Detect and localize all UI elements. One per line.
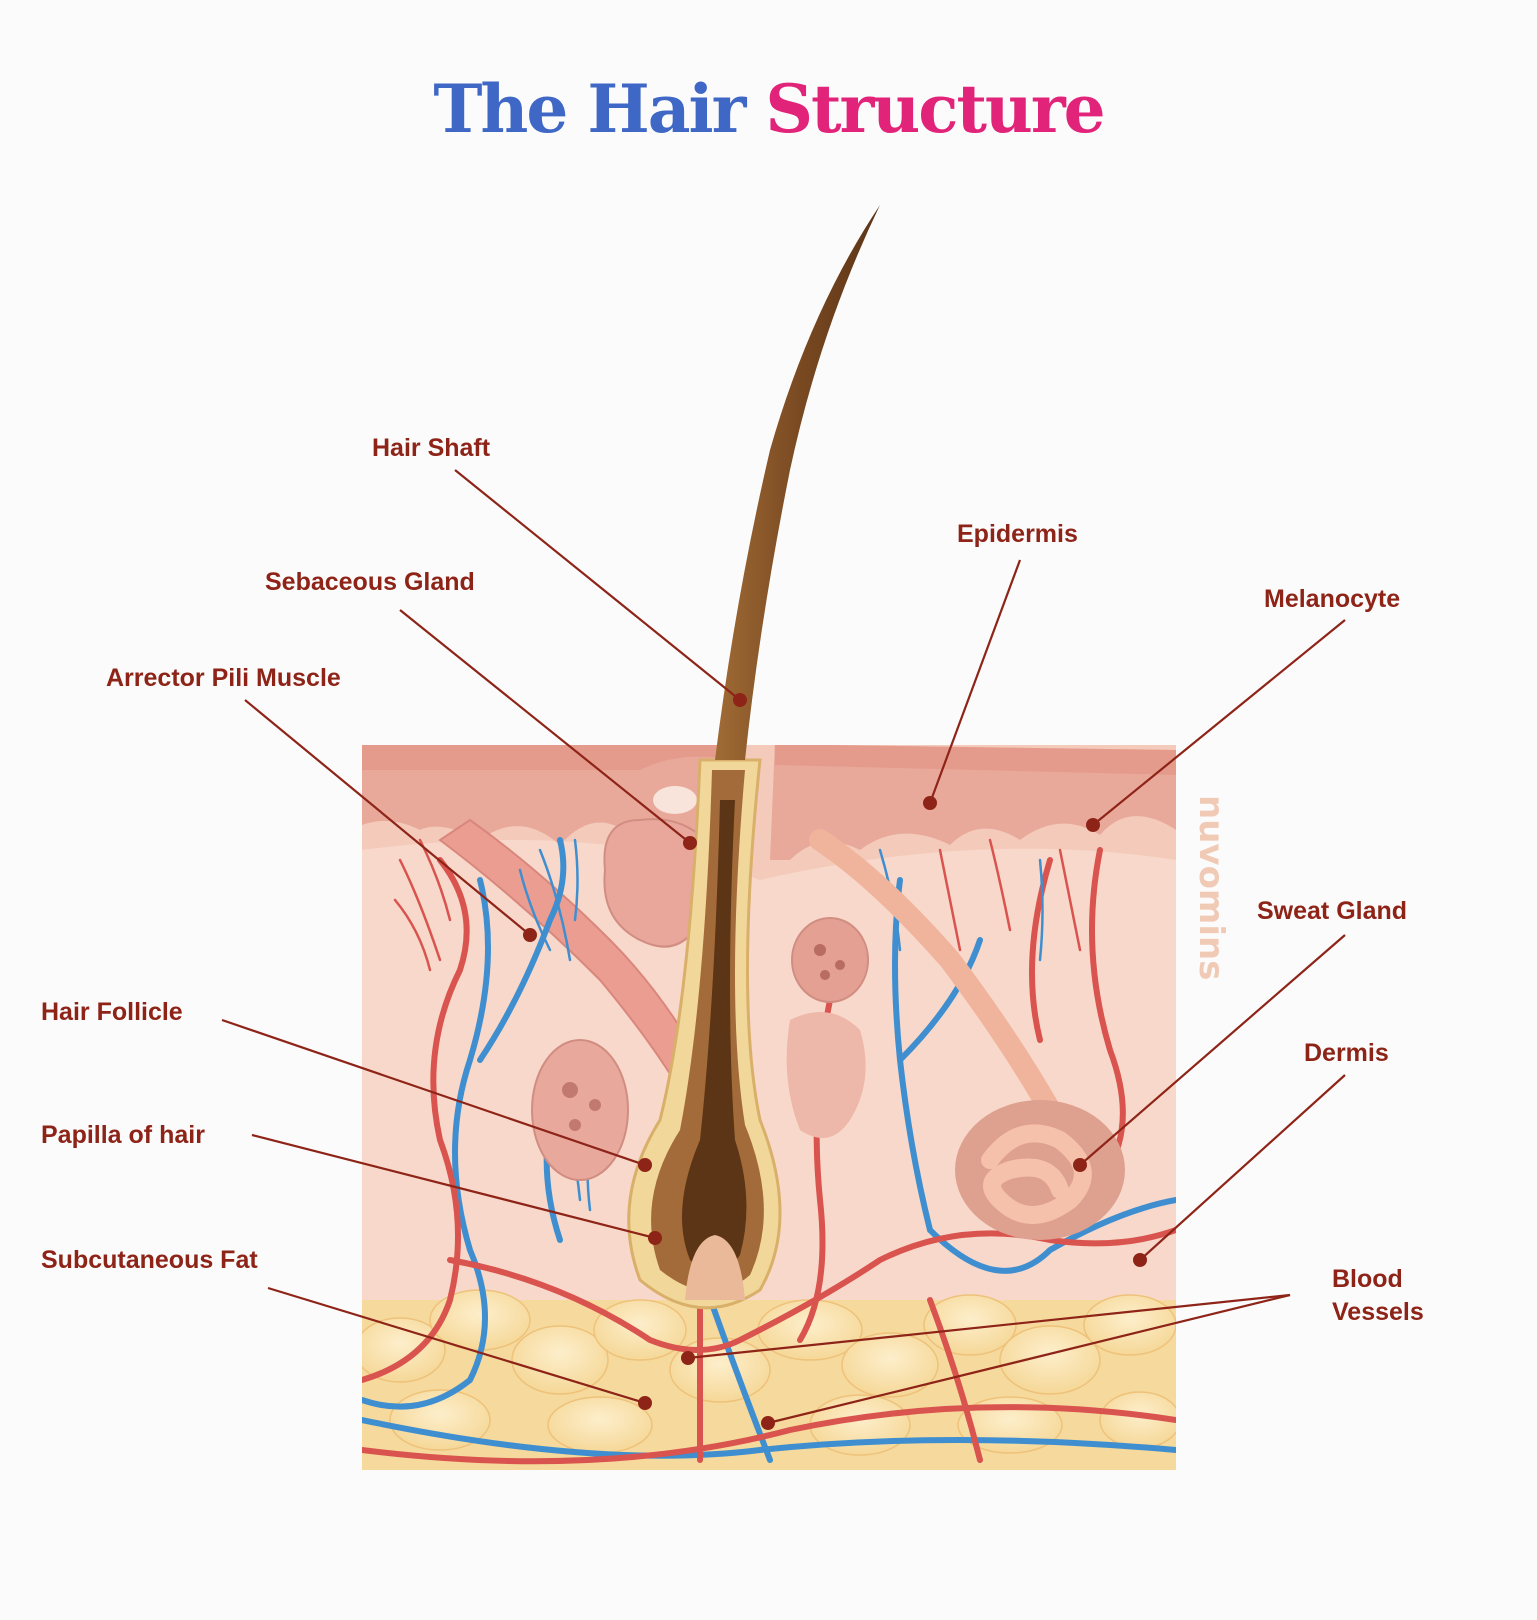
dermal-cell-left bbox=[531, 1039, 629, 1181]
epidermis-layer-right bbox=[770, 745, 1176, 860]
label-subcutaneous-fat: Subcutaneous Fat bbox=[41, 1246, 258, 1274]
title-part-pink: Structure bbox=[765, 70, 1105, 148]
label-hair-follicle: Hair Follicle bbox=[41, 998, 183, 1026]
label-arrector-pili: Arrector Pili Muscle bbox=[106, 664, 341, 692]
sweat-gland bbox=[955, 1100, 1125, 1240]
label-dermis: Dermis bbox=[1304, 1039, 1389, 1067]
skin-block bbox=[362, 745, 1176, 1470]
leaders bbox=[221, 469, 1346, 1430]
label-sebaceous-gland: Sebaceous Gland bbox=[265, 568, 475, 596]
label-melanocyte: Melanocyte bbox=[1264, 585, 1400, 613]
label-blood-vessels-line2: Vessels bbox=[1332, 1298, 1424, 1326]
label-papilla: Papilla of hair bbox=[41, 1121, 205, 1149]
label-blood-vessels-line1: Blood bbox=[1332, 1265, 1403, 1293]
watermark: nuvomins bbox=[1191, 795, 1231, 980]
label-epidermis: Epidermis bbox=[957, 520, 1078, 548]
hair-papilla bbox=[685, 1235, 745, 1300]
hair-shaft bbox=[715, 205, 880, 760]
dermal-cell-right bbox=[791, 917, 869, 1003]
label-hair-shaft: Hair Shaft bbox=[372, 434, 491, 462]
page-title: The Hair Structure bbox=[0, 70, 1537, 148]
label-sweat-gland: Sweat Gland bbox=[1257, 897, 1407, 925]
sebaceous-gland bbox=[603, 818, 707, 948]
hair-follicle bbox=[627, 758, 782, 1310]
title-part-blue: The Hair bbox=[433, 70, 746, 148]
